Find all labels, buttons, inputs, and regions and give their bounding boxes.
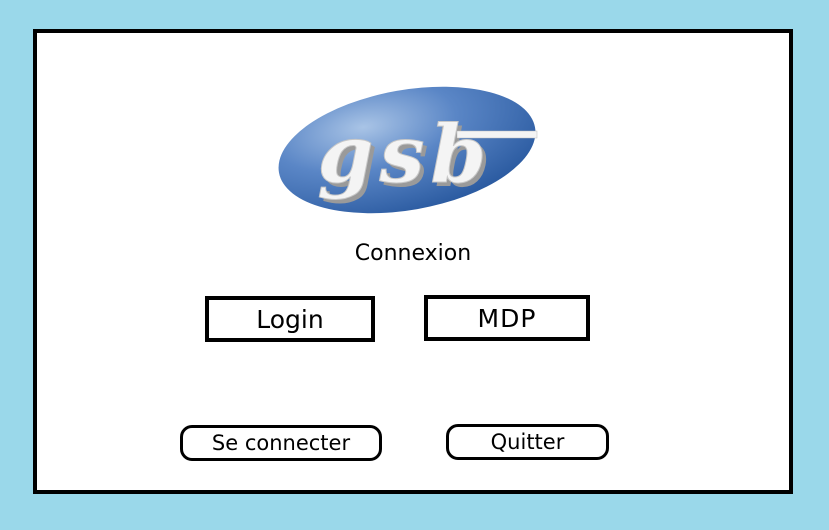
page-title: Connexion (354, 241, 472, 266)
gsb-logo: gsb gsb (278, 86, 538, 214)
logo-text: gsb (322, 111, 497, 205)
logo-underline (456, 130, 538, 139)
password-field[interactable]: MDP (424, 295, 590, 341)
login-field[interactable]: Login (205, 296, 375, 342)
logo-text-front: gsb (318, 107, 493, 201)
login-window: gsb gsb Connexion Login MDP Se connecter… (33, 29, 793, 494)
connect-button[interactable]: Se connecter (180, 425, 382, 461)
logo-ellipse (278, 86, 536, 214)
quit-button[interactable]: Quitter (446, 424, 609, 460)
